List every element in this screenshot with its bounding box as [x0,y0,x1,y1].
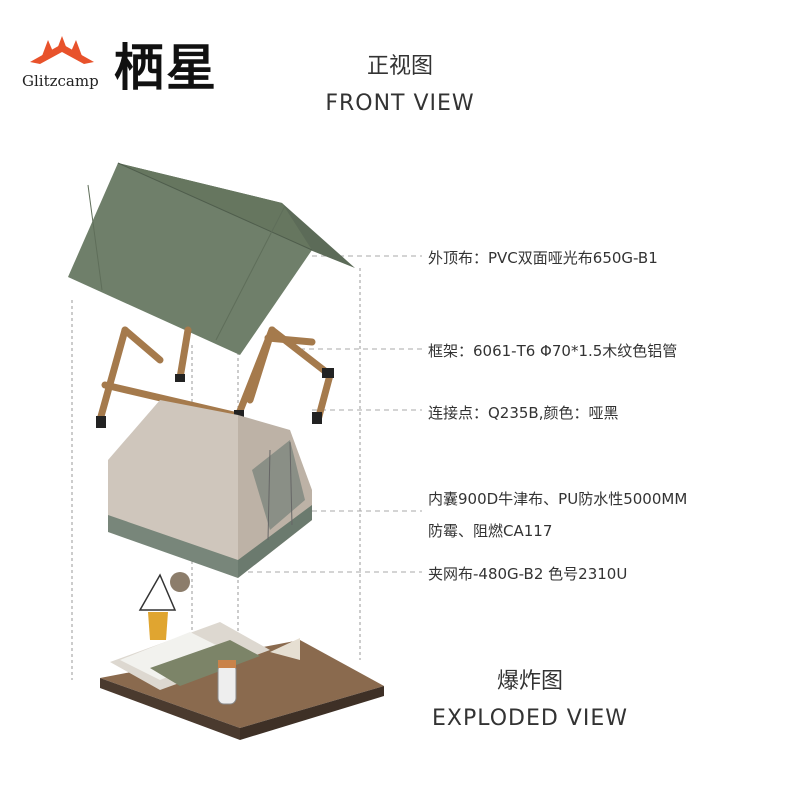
roof-fly [68,162,355,355]
callout-mesh-fabric: 夹网布-480G-B2 色号2310U [428,565,628,583]
brand-name-cn: 栖星 [114,39,218,97]
hanging-decor [138,572,190,640]
inner-tent [108,400,312,578]
callout-connector: 连接点：Q235B,颜色：哑黑 [428,404,619,422]
exploded-view-title-cn: 爆炸图 [496,669,563,694]
exploded-view-title-en: EXPLODED VIEW [432,706,628,731]
logo-star-icon [30,44,94,64]
front-view-title-cn: 正视图 [366,54,433,79]
callout-frame: 框架：6061-T6 Φ70*1.5木纹色铝管 [428,342,678,360]
logo-mark [30,36,94,64]
callout-inner-tent: 内囊900D牛津布、PU防水性5000MM [428,490,688,508]
callout-roof-fabric: 外顶布：PVC双面哑光布650G-B1 [428,249,658,267]
wooden-deck [100,622,384,740]
brand-name-en: Glitzcamp [22,72,99,90]
front-view-title-en: FRONT VIEW [325,91,475,116]
callout-inner-tent-2: 防霉、阻燃CA117 [428,522,553,540]
